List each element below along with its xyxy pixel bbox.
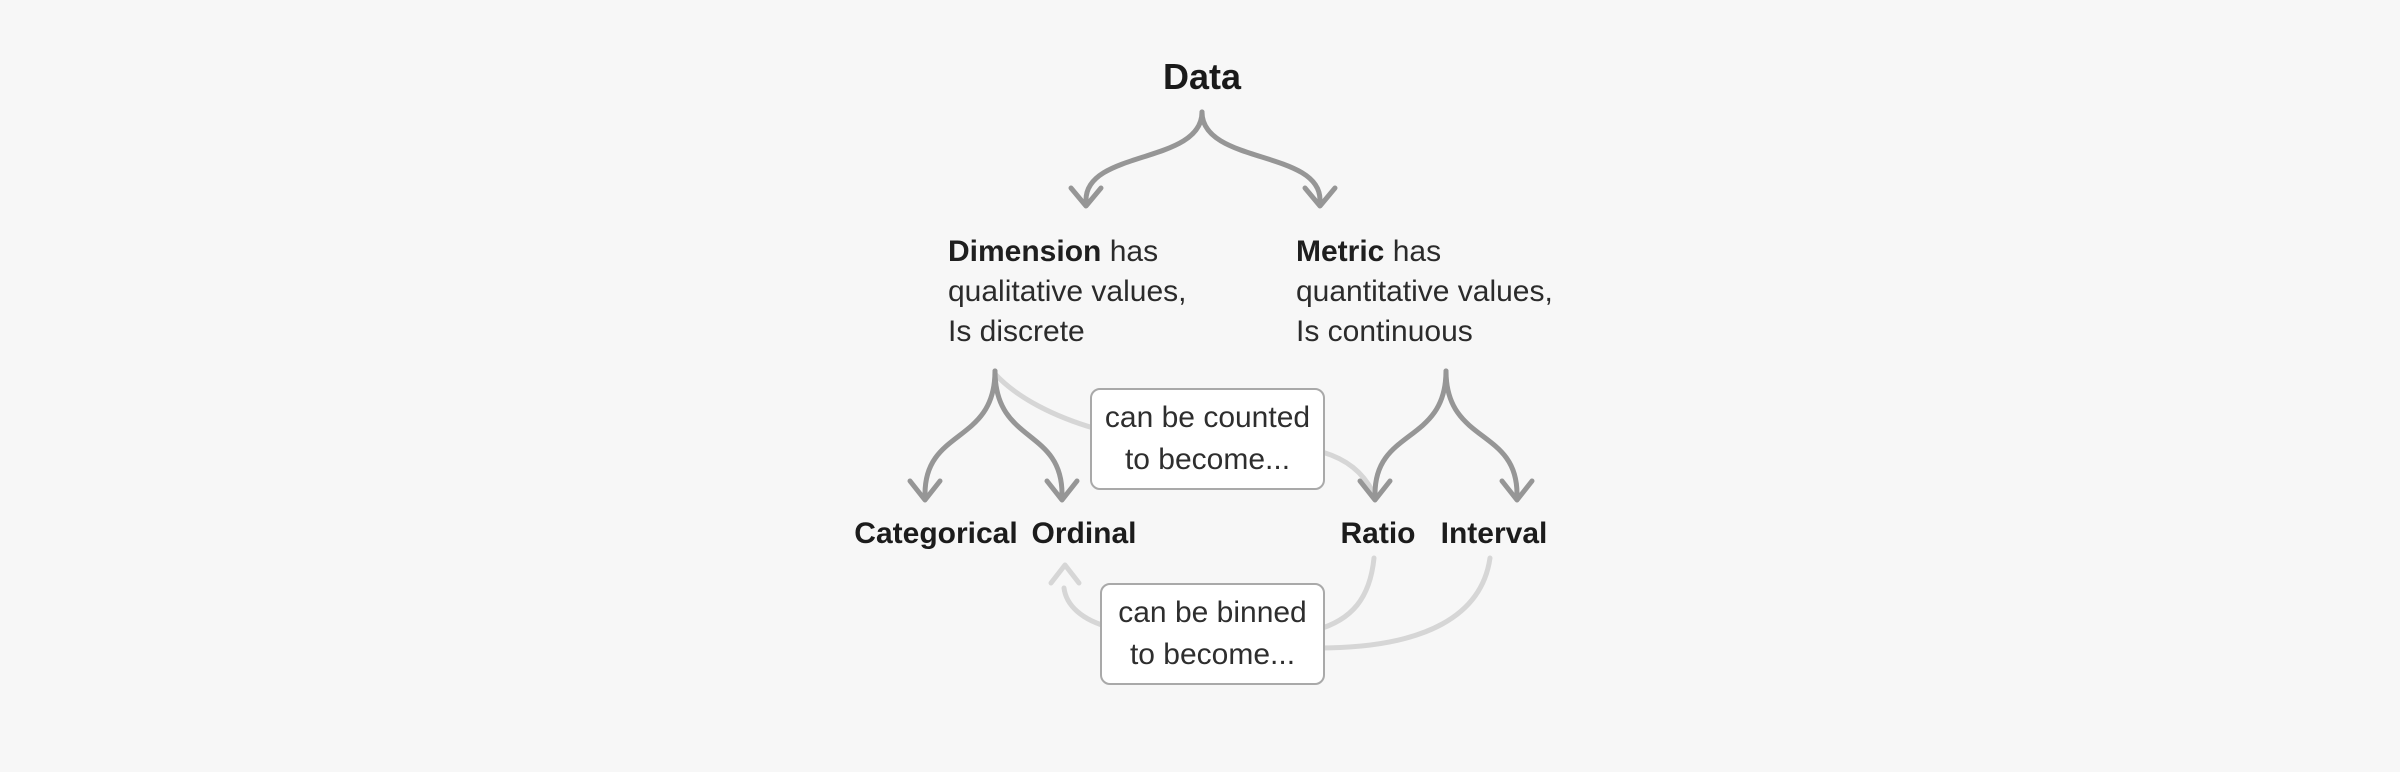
callout-binned-line-2: to become... bbox=[1129, 638, 1296, 671]
metric-line-1: Metric has bbox=[1296, 232, 1553, 272]
edge-data-to-metric bbox=[1199, 109, 1323, 203]
metric-line-3: Is continuous bbox=[1296, 315, 1473, 348]
dimension-line-3: Is discrete bbox=[948, 315, 1085, 348]
edge-dimension-to-categorical bbox=[922, 368, 998, 497]
edge-binned-from-interval bbox=[1315, 555, 1493, 651]
dimension-suffix: has bbox=[1101, 235, 1159, 268]
arrowhead-down-ordinal bbox=[1044, 478, 1080, 503]
arrowhead-down-categorical bbox=[907, 478, 943, 503]
edge-binned-from-ratio bbox=[1313, 555, 1377, 633]
arrowhead-down-interval bbox=[1499, 478, 1535, 503]
dimension-term: Dimension bbox=[948, 235, 1102, 268]
dimension-line-1: Dimension has bbox=[948, 232, 1186, 272]
node-data: Data bbox=[1162, 56, 1242, 97]
edge-data-to-dimension bbox=[1083, 109, 1205, 203]
metric-line-2: quantitative values, bbox=[1296, 275, 1553, 308]
node-interval: Interval bbox=[1440, 517, 1548, 550]
arrowhead-up-ordinal bbox=[1048, 562, 1082, 586]
node-ordinal: Ordinal bbox=[1031, 517, 1137, 550]
metric-term: Metric bbox=[1296, 235, 1385, 268]
callout-counted-line-1: can be counted bbox=[1104, 401, 1311, 434]
node-dimension: Dimension has qualitative values, Is dis… bbox=[948, 232, 1186, 352]
arrowhead-down-metric bbox=[1302, 185, 1338, 209]
edge-metric-to-interval bbox=[1443, 368, 1520, 497]
arrowhead-down-ratio bbox=[1357, 478, 1393, 503]
callout-binned: can be binned to become... bbox=[1100, 583, 1325, 685]
callout-counted: can be counted to become... bbox=[1090, 388, 1325, 490]
node-metric: Metric has quantitative values, Is conti… bbox=[1296, 232, 1553, 352]
metric-suffix: has bbox=[1384, 235, 1442, 268]
callout-counted-line-2: to become... bbox=[1124, 443, 1291, 476]
node-ratio: Ratio bbox=[1340, 517, 1416, 550]
dimension-line-2: qualitative values, bbox=[948, 275, 1187, 308]
edge-dimension-to-ordinal bbox=[992, 368, 1065, 497]
node-categorical: Categorical bbox=[854, 517, 1018, 550]
arrowhead-down-dimension bbox=[1068, 185, 1104, 209]
callout-binned-line-1: can be binned bbox=[1118, 596, 1307, 629]
edge-metric-to-ratio bbox=[1372, 368, 1449, 497]
